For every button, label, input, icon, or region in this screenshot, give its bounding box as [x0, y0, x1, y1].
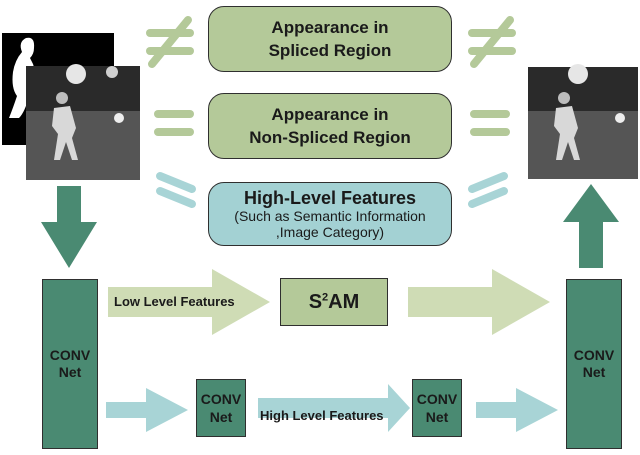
high-level-sub2: ,Image Category) — [275, 224, 385, 240]
conv-net-right-line2: Net — [582, 364, 606, 380]
conv-net-right-line1: CONV — [573, 347, 615, 363]
high-level-features-label: High Level Features — [260, 408, 384, 423]
not-equal-symbol-right — [468, 16, 516, 68]
output-image — [528, 64, 638, 179]
s2am-box: S2AM — [280, 278, 388, 326]
approx-symbol-left — [156, 172, 196, 208]
conv-net-small-2-line1: CONV — [416, 391, 458, 407]
sam-output-arrow — [408, 269, 550, 335]
teal-arrow-1 — [106, 388, 188, 432]
down-arrow — [41, 186, 97, 268]
conv-net-small-2: CONV Net — [412, 379, 462, 437]
high-level-title: High-Level Features — [243, 188, 417, 208]
spliced-region-box: Appearance in Spliced Region — [208, 6, 452, 72]
high-level-features-box: High-Level Features (Such as Semantic In… — [208, 182, 452, 246]
conv-net-right: CONV Net — [566, 279, 622, 449]
approx-symbol-right — [468, 172, 508, 208]
nonspliced-line1: Appearance in — [271, 105, 389, 124]
high-level-sub1: (Such as Semantic Information — [234, 208, 426, 224]
equal-symbol-right — [470, 110, 510, 136]
s2am-label: S2AM — [308, 290, 360, 313]
equal-symbol-left — [154, 110, 194, 136]
teal-arrow-3 — [476, 388, 558, 432]
spliced-line2: Spliced Region — [268, 41, 392, 60]
conv-net-small-1: CONV Net — [196, 379, 246, 437]
high-level-arrow — [258, 384, 410, 432]
nonspliced-line2: Non-Spliced Region — [249, 128, 411, 147]
spliced-line1: Appearance in — [271, 18, 389, 37]
conv-net-small-1-line2: Net — [209, 409, 233, 425]
up-arrow — [563, 184, 619, 268]
conv-net-left: CONV Net — [42, 279, 98, 449]
conv-net-left-line1: CONV — [49, 347, 91, 363]
not-equal-symbol-left — [146, 16, 194, 68]
low-level-arrow — [108, 269, 270, 335]
conv-net-small-2-line2: Net — [425, 409, 449, 425]
input-image — [26, 64, 140, 180]
low-level-features-label: Low Level Features — [114, 294, 235, 309]
conv-net-left-line2: Net — [58, 364, 82, 380]
conv-net-small-1-line1: CONV — [200, 391, 242, 407]
non-spliced-region-box: Appearance in Non-Spliced Region — [208, 93, 452, 159]
